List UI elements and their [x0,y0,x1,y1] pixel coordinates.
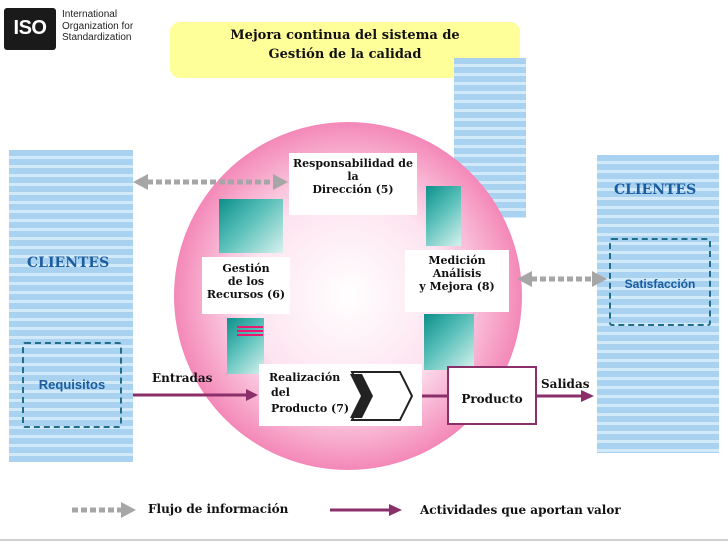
salidas-arrow [537,390,594,402]
medicion-line-3: y Mejora (8) [419,280,495,293]
responsabilidad-line-1: Responsabilidad de [293,157,413,170]
legend-info-flow-arrow [72,502,136,518]
logo-line-3: Standardization [62,32,132,43]
box-gestion-recursos: Gestión de los Recursos (6) [202,257,290,314]
legend-value-label: Actividades que aportan valor [420,503,621,517]
box-medicion: Medición Análisis y Mejora (8) [405,250,509,312]
salidas-label: Salidas [541,377,590,391]
realizacion-line-1: Realización [269,371,341,384]
legend-value-arrow [330,504,402,516]
requisitos-box: Requisitos [22,342,122,428]
logo-line-1: International [62,9,118,20]
legend-info-flow-label: Flujo de información [148,502,289,516]
producto-label: Producto [461,392,523,406]
info-arrow-right [517,271,607,287]
realizacion-line-3: Producto (7) [271,402,350,415]
gestion-line-3: Recursos (6) [206,288,286,301]
clients-left-column [9,150,133,462]
pink-stripe [237,326,263,328]
satisfaccion-label: Satisfacción [624,277,696,291]
clients-right-label: CLIENTES [614,182,697,198]
clients-right-column [597,155,719,453]
iso-mark: ISO [13,17,47,39]
medicion-line-1: Medición [428,254,486,267]
iso-badge: ISO [4,8,56,50]
clients-left-label: CLIENTES [27,255,110,271]
title-line-2: Gestión de la calidad [268,47,422,62]
info-arrow-left [133,174,288,190]
entradas-label: Entradas [152,371,213,385]
realizacion-line-2: del [271,386,290,399]
responsabilidad-line-3: Dirección (5) [312,183,394,196]
gestion-line-2: de los [227,275,265,288]
responsabilidad-line-2: la [347,170,359,183]
title-line-1: Mejora continua del sistema de [230,28,460,43]
box-producto: Producto [447,366,537,425]
iso-logo: ISO International Organization for Stand… [2,2,136,56]
teal-block-lower-right [424,314,474,370]
teal-block-upper-left [219,199,283,253]
teal-block-upper-right [426,186,461,246]
entradas-arrow [133,389,258,401]
logo-line-2: Organization for [62,20,134,32]
medicion-line-2: Análisis [432,267,482,280]
requisitos-label: Requisitos [38,377,106,392]
pink-stripe [237,334,263,336]
pink-stripe [237,330,263,332]
satisfaccion-box: Satisfacción [609,238,711,326]
gestion-line-1: Gestión [222,262,270,275]
box-responsabilidad: Responsabilidad de la Dirección (5) [289,153,417,215]
chevron-arrow-icon [350,371,414,421]
